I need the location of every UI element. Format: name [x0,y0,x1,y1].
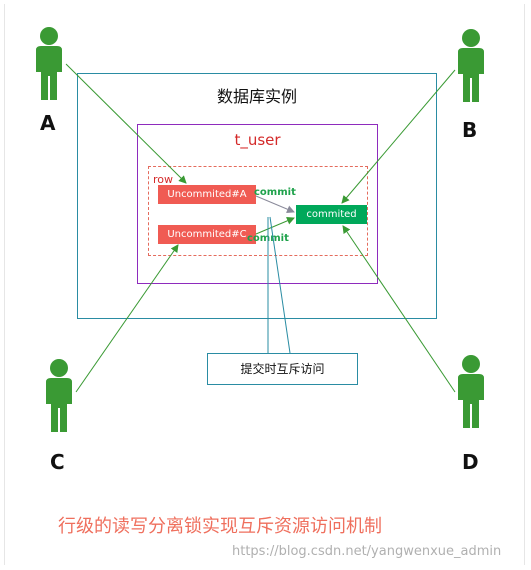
person-b-icon [458,29,484,102]
table-box [137,124,378,284]
committed-block: commited [296,205,367,224]
mutex-callout: 提交时互斥访问 [207,353,358,385]
person-a-icon [36,27,62,100]
arrow-b-to-committed [341,69,456,204]
arrow-a-to-uncommitted-a [65,63,187,184]
callout-leader-2 [269,216,291,354]
uncommitted-c-block: Uncommited#C [158,225,256,244]
diagram-caption: 行级的读写分离锁实现互斥资源访问机制 [58,516,382,537]
user-label-d: D [462,450,479,474]
database-instance-box [77,73,437,319]
uncommitted-a-block: Uncommited#A [158,185,256,204]
watermark: https://blog.csdn.net/yangwenxue_admin [232,544,502,559]
commit-label-a: commit [254,187,296,198]
diagram-frame [4,4,525,565]
arrow-commit-a [255,195,295,213]
row-label: row [153,173,174,186]
row-box [148,166,368,256]
user-label-b: B [462,118,478,142]
arrow-commit-c [255,217,295,235]
user-label-c: C [50,450,65,474]
user-label-a: A [40,111,56,135]
arrow-d-to-committed [342,225,456,393]
database-title: 数据库实例 [216,87,297,106]
person-c-icon [46,359,72,432]
arrow-c-to-uncommitted-c [75,244,179,393]
person-d-icon [458,355,484,428]
table-title: t_user [234,131,281,149]
